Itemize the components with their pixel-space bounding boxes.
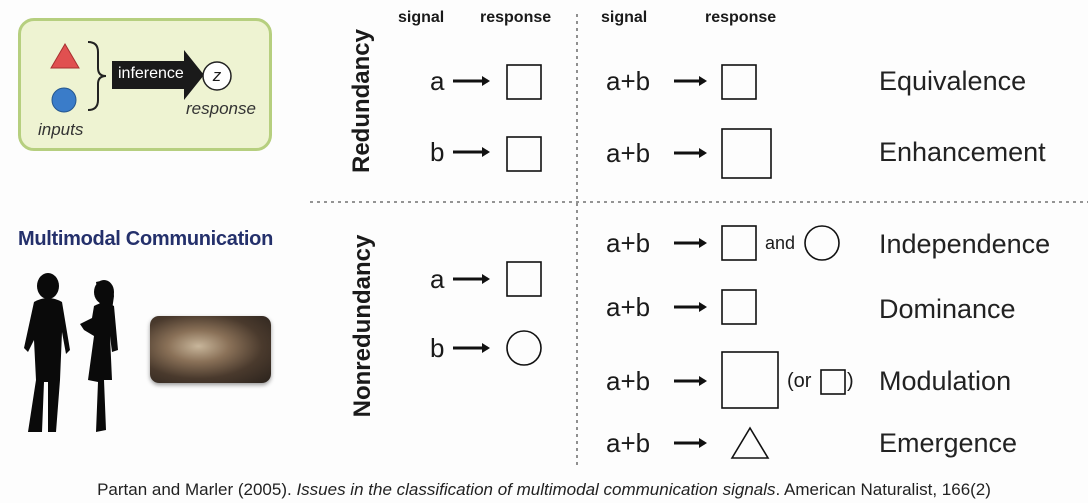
signal-red-b: b	[430, 137, 445, 167]
brace-icon	[87, 41, 107, 111]
response-square-red-a	[506, 64, 542, 100]
citation-source: . American Naturalist, 166(2)	[775, 480, 991, 499]
response-independence-circle	[804, 225, 840, 261]
response-square-nonred-a	[506, 261, 542, 297]
header-left-signal: signal	[398, 9, 445, 26]
signal-nonred-b: b	[430, 333, 445, 363]
category-independence: Independence	[879, 229, 1051, 259]
multimodal-title: Multimodal Communication	[18, 228, 274, 250]
signal-emergence: a+b	[606, 428, 651, 458]
category-equivalence: Equivalence	[879, 66, 1027, 96]
response-equivalence	[721, 64, 757, 100]
response-modulation-large	[721, 351, 779, 409]
inference-label: inference	[118, 65, 184, 82]
response-dominance	[721, 289, 757, 325]
signal-enhancement: a+b	[606, 138, 651, 168]
response-modulation-small	[820, 369, 846, 395]
response-emergence-triangle	[730, 426, 770, 459]
connector-or-close: )	[847, 370, 854, 392]
response-square-red-b	[506, 136, 542, 172]
citation: Partan and Marler (2005). Issues in the …	[0, 480, 1088, 500]
connector-or-open: (or	[787, 370, 812, 392]
category-emergence: Emergence	[879, 428, 1018, 458]
inference-box-art	[50, 41, 232, 113]
signal-red-a: a	[430, 66, 445, 96]
category-modulation: Modulation	[879, 366, 1012, 396]
triangle-input-icon	[50, 43, 80, 69]
primate-photo	[150, 316, 271, 383]
output-symbol: z	[212, 66, 222, 85]
signal-nonred-a: a	[430, 264, 445, 294]
header-right-signal: signal	[601, 9, 648, 26]
group-label-redundancy: Redundancy	[348, 28, 375, 174]
category-dominance: Dominance	[879, 294, 1016, 324]
inputs-label: inputs	[38, 120, 84, 139]
response-independence-square	[721, 225, 757, 261]
group-label-nonredundancy: Nonredundancy	[349, 234, 376, 418]
response-circle-nonred-b	[506, 330, 542, 366]
citation-authors: Partan and Marler (2005).	[97, 480, 292, 499]
output-circle-icon	[202, 61, 232, 91]
response-label: response	[186, 99, 256, 118]
signal-dominance: a+b	[606, 292, 651, 322]
response-enhancement	[721, 128, 772, 179]
signal-independence: a+b	[606, 228, 651, 258]
header-right-response: response	[705, 9, 777, 26]
signal-equivalence: a+b	[606, 66, 651, 96]
category-enhancement: Enhancement	[879, 137, 1046, 167]
header-left-response: response	[480, 9, 552, 26]
inference-arrow-icon	[112, 50, 204, 100]
signal-modulation: a+b	[606, 366, 651, 396]
circle-input-icon	[51, 87, 77, 113]
citation-title: Issues in the classification of multimod…	[296, 480, 776, 499]
human-silhouettes-icon	[24, 273, 118, 432]
connector-and: and	[765, 233, 796, 253]
